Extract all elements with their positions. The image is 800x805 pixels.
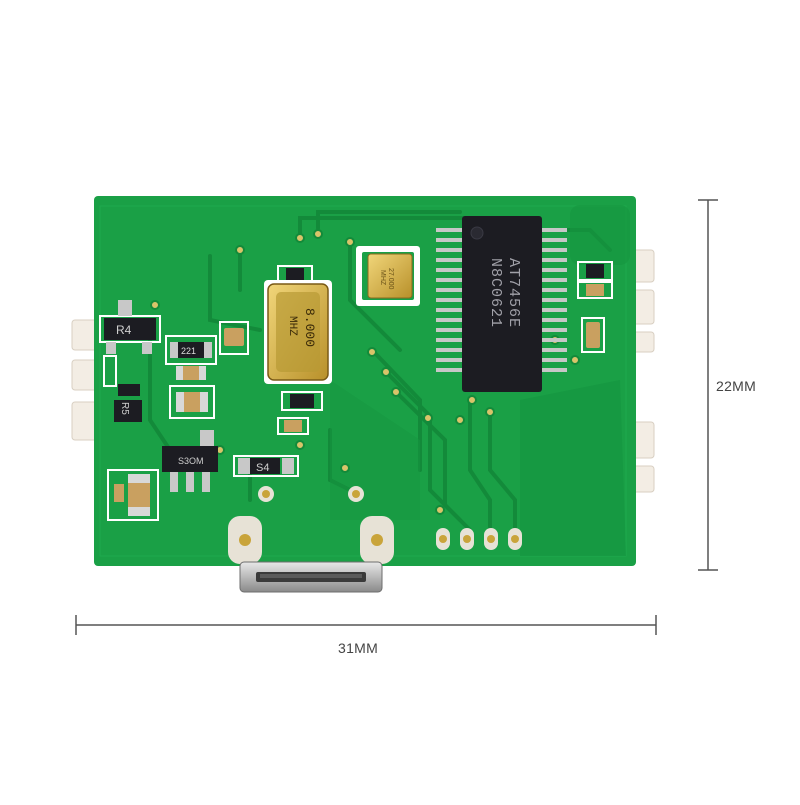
label-r5: R5 — [119, 402, 130, 415]
micro-usb-port — [239, 561, 383, 593]
label-221: 221 — [181, 346, 196, 356]
chip-marking-line2: N8C0621 — [487, 258, 504, 328]
mounting-pads — [228, 486, 394, 564]
label-r4: R4 — [116, 323, 132, 337]
crystal-small: 27.000 MHZ — [356, 246, 420, 306]
crystal-small-line2: MHZ — [379, 270, 386, 286]
width-dimension-label: 31MM — [338, 640, 379, 656]
crystal-main-line2: MHZ — [286, 316, 298, 336]
label-s4: S4 — [256, 462, 269, 474]
vias — [150, 229, 580, 515]
osd-chip: AT7456E N8C0621 — [436, 216, 567, 392]
dimension-lines — [75, 199, 718, 635]
crystal-small-line1: 27.000 — [387, 268, 394, 290]
chip-marking-line1: AT7456E — [505, 258, 522, 328]
crystal-main: 8.000 MHZ — [264, 280, 332, 384]
header-pads — [436, 528, 522, 550]
height-dimension-label: 22MM — [716, 378, 757, 394]
crystal-main-line1: 8.000 — [302, 308, 317, 347]
label-s3: S3OM — [178, 456, 204, 466]
smd-components: R4 R5 221 S3OM — [99, 261, 613, 521]
ground-pour — [330, 205, 630, 556]
